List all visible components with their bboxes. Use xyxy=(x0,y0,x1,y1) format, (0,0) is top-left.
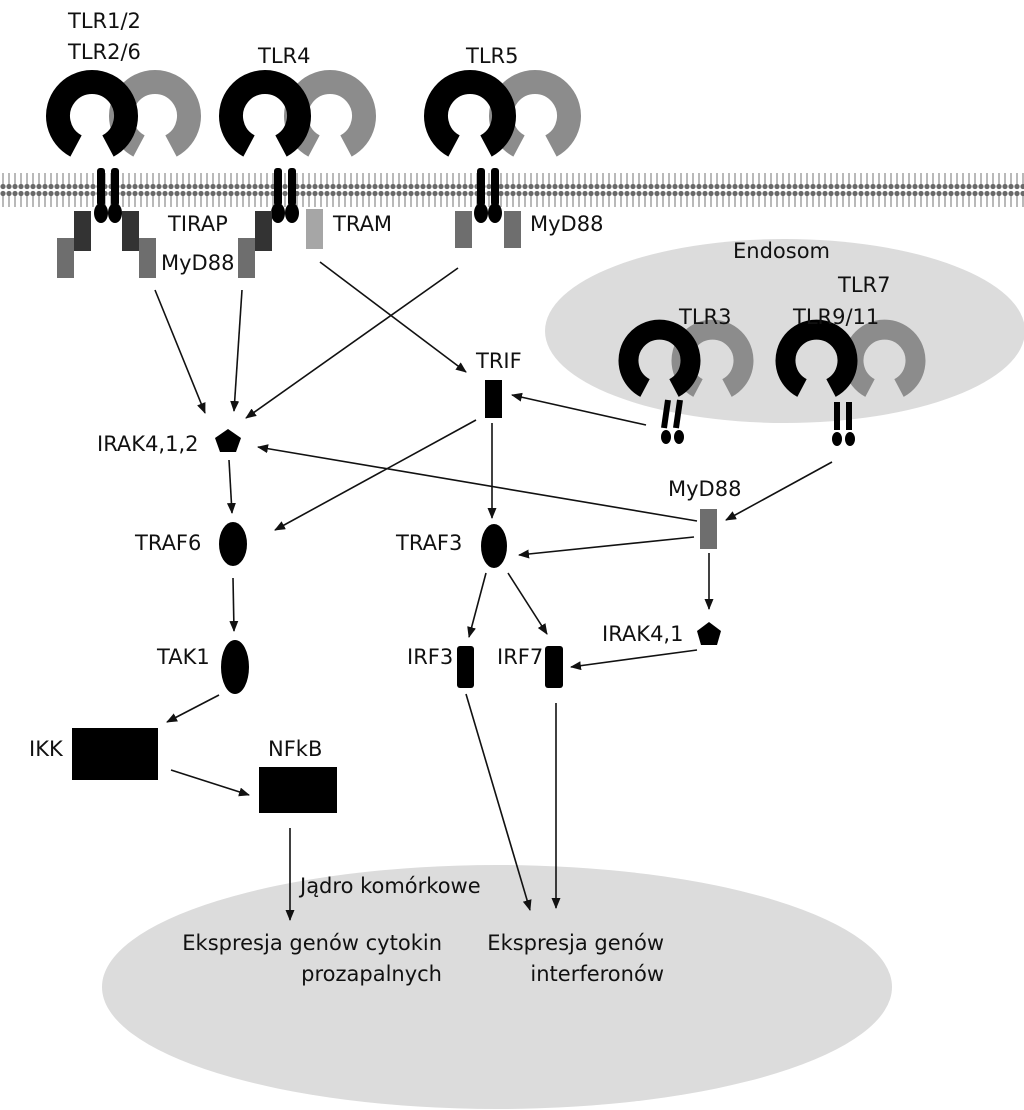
irf7-rectangle-icon xyxy=(545,646,563,688)
traf6-label: TRAF6 xyxy=(134,531,201,555)
arrow-irak412-to-traf6 xyxy=(226,459,236,514)
myd88-endo-rectangle-icon xyxy=(700,509,717,549)
myd88-tlr5-label: MyD88 xyxy=(530,212,603,236)
cytokine-output-line1: Ekspresja genów cytokin xyxy=(182,931,442,955)
arrow-tlr4myd88-to-irak412 xyxy=(230,289,243,412)
arrow-irf3-to-nucleus xyxy=(465,693,532,911)
myd88-endo-label: MyD88 xyxy=(668,477,741,501)
arrow-myd88-to-irak412 xyxy=(154,289,206,414)
tlr911-label: TLR9/11 xyxy=(792,305,879,329)
trif-rectangle-icon xyxy=(485,380,502,418)
irf7-label: IRF7 xyxy=(497,645,543,669)
irak412-label: IRAK4,1,2 xyxy=(97,432,199,456)
irak412-pentagon-icon xyxy=(215,429,241,452)
tlr4-label: TLR4 xyxy=(257,44,310,68)
irf3-label: IRF3 xyxy=(407,645,453,669)
tlr4-adaptor-blocks xyxy=(238,209,323,278)
tlr3-label: TLR3 xyxy=(678,305,731,329)
irak41-label: IRAK4,1 xyxy=(602,622,683,646)
tlr5-adaptor-blocks xyxy=(455,211,521,248)
tlr12-label: TLR1/2 xyxy=(67,9,141,33)
traf6-ellipse-icon xyxy=(219,522,247,566)
traf3-label: TRAF3 xyxy=(395,531,462,555)
endosome-label: Endosom xyxy=(733,239,830,263)
tlr26-label: TLR2/6 xyxy=(67,40,141,64)
tlr3-receptor-icon xyxy=(618,319,754,444)
tlr5-label: TLR5 xyxy=(465,44,518,68)
arrow-trif-to-traf6 xyxy=(274,419,477,531)
tram-label: TRAM xyxy=(332,212,392,236)
tlr12-adaptor-blocks xyxy=(57,211,156,278)
ifn-output-line1: Ekspresja genów xyxy=(487,931,664,955)
ifn-output-line2: interferonów xyxy=(530,962,664,986)
arrow-irak41-to-irf7 xyxy=(570,649,698,671)
endosome-compartment xyxy=(545,239,1024,423)
irak41-pentagon-icon xyxy=(697,622,721,645)
nfkb-label: NFkB xyxy=(268,737,322,761)
tak1-ellipse-icon xyxy=(221,640,249,694)
arrow-tram-to-trif xyxy=(319,261,467,373)
arrow-tlr5-to-irak412 xyxy=(245,267,459,419)
arrow-tak1-to-ikk xyxy=(166,694,220,723)
arrow-traf3-to-irf3 xyxy=(467,572,487,638)
cytokine-output-line2: prozapalnych xyxy=(301,962,442,986)
arrow-traf3-to-irf7 xyxy=(507,572,548,635)
signal-arrows xyxy=(154,261,833,921)
irf3-rectangle-icon xyxy=(457,646,474,688)
arrow-ikk-to-nfkb xyxy=(170,769,250,797)
arrow-myd88endo-to-irak412 xyxy=(257,444,698,522)
tlr7-receptor-icon xyxy=(775,319,926,446)
trif-label: TRIF xyxy=(475,349,522,373)
myd88-left-label: MyD88 xyxy=(161,251,234,275)
nfkb-rectangle-icon xyxy=(259,767,337,813)
nucleus-label: Jądro komórkowe xyxy=(298,874,481,898)
tlr7-label: TLR7 xyxy=(837,273,890,297)
traf3-ellipse-icon xyxy=(481,524,507,568)
plasma-membrane xyxy=(0,169,1024,207)
nucleus-compartment xyxy=(102,865,892,1109)
tak1-label: TAK1 xyxy=(156,645,210,669)
arrow-traf6-to-tak1 xyxy=(229,577,239,632)
ikk-label: IKK xyxy=(29,737,64,761)
arrow-myd88endo-to-traf3 xyxy=(518,536,695,559)
tirap-label: TIRAP xyxy=(167,212,228,236)
arrow-tlr3-to-trif xyxy=(511,392,647,426)
ikk-rectangle-icon xyxy=(72,728,158,780)
arrow-tlr7-to-myd88 xyxy=(725,461,833,521)
